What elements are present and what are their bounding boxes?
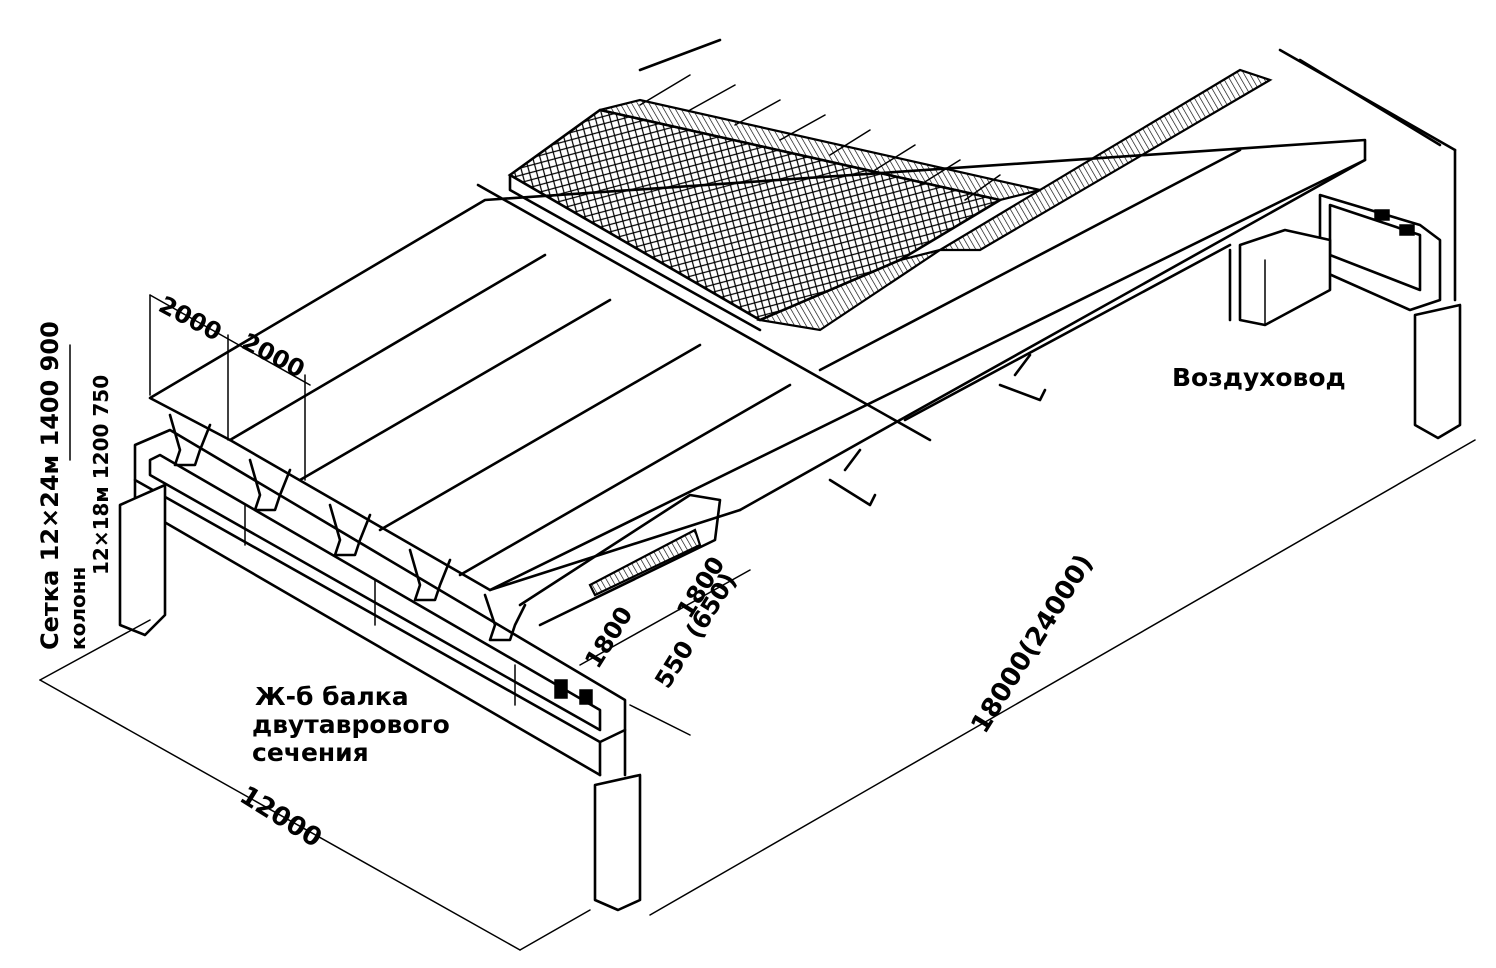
dim-span-length: 18000(24000) — [965, 549, 1099, 738]
dimension-lines — [39, 294, 1476, 951]
dim-slab-width-1: 2000 — [154, 291, 226, 347]
beam-label-line3: сечения — [252, 738, 369, 767]
rear-beam — [1278, 48, 1457, 312]
grid-label-line3: 12×18м 1200 750 — [89, 375, 113, 575]
secondary-beams — [828, 243, 1232, 507]
beam-label-line2: двутаврового — [252, 710, 450, 739]
roof-insulation-layers — [476, 38, 1273, 442]
main-beam-front — [133, 428, 627, 777]
roof-fasteners — [639, 74, 1001, 201]
slab-ribs — [168, 209, 1415, 705]
air-duct — [1238, 228, 1332, 327]
grid-label-line2: колонн — [66, 567, 90, 650]
gap-panel — [518, 493, 722, 627]
dim-bay-length: 12000 — [234, 780, 327, 853]
grid-label-line1: Сетка 12×24м 1400 900 — [36, 321, 64, 650]
beam-label-line1: Ж-б балка — [255, 682, 409, 711]
columns — [118, 248, 1462, 912]
roof-deck — [148, 138, 1367, 592]
duct-label: Воздуховод — [1172, 363, 1346, 392]
